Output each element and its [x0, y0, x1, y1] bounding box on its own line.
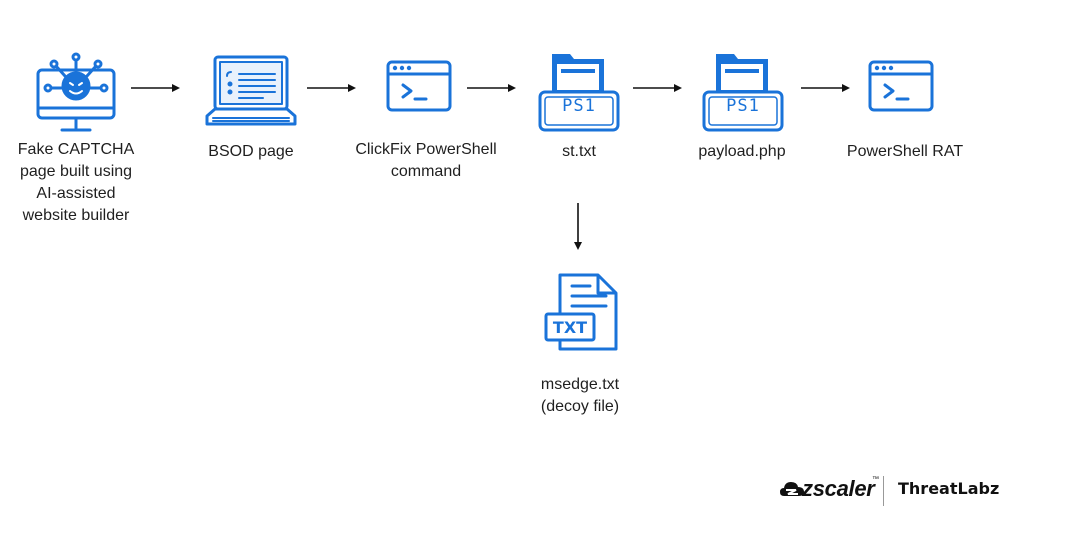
trademark-mark: ™	[872, 476, 879, 483]
label-st-txt: st.txt	[562, 143, 596, 160]
ps1-badge: PS1	[726, 96, 760, 116]
laptop-bsod-icon	[205, 55, 297, 126]
arrow-clickfix-to-st	[467, 84, 516, 92]
captcha-monitor-icon	[36, 52, 116, 132]
zscaler-threatlabz-logo: zscaler ™ ThreatLabz	[780, 474, 1010, 508]
txt-badge: TXT	[552, 318, 588, 337]
label-powershell-rat: PowerShell RAT	[846, 143, 964, 160]
arrow-payload-to-rat	[801, 84, 850, 92]
zscaler-wordmark: zscaler	[802, 476, 875, 501]
label-payload-php: payload.php	[698, 143, 786, 160]
ps1-badge: PS1	[562, 96, 596, 116]
label-fake-captcha: Fake CAPTCHA page built using AI-assiste…	[17, 141, 135, 224]
arrow-st-to-decoy	[574, 203, 582, 250]
terminal-window-icon	[386, 60, 452, 112]
txt-file-icon	[544, 273, 618, 351]
ps1-folder-icon	[702, 54, 784, 132]
arrow-bsod-to-clickfix	[307, 84, 356, 92]
arrow-st-to-payload	[633, 84, 682, 92]
arrow-captcha-to-bsod	[131, 84, 180, 92]
label-clickfix-command: ClickFix PowerShell command	[355, 141, 497, 180]
terminal-window-icon	[868, 60, 934, 112]
logo-divider	[883, 476, 884, 506]
zscaler-cloud-icon	[780, 482, 804, 496]
label-bsod-page: BSOD page	[208, 143, 294, 160]
threatlabz-wordmark: ThreatLabz	[898, 479, 1000, 498]
ps1-folder-icon	[538, 54, 620, 132]
label-msedge-decoy: msedge.txt (decoy file)	[540, 376, 620, 415]
